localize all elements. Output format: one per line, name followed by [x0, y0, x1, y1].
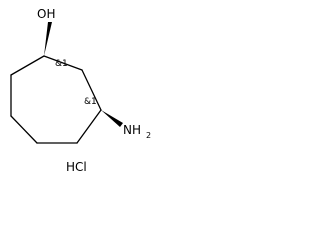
- wedge-bond-nh2: [101, 110, 123, 127]
- amino-subscript: 2: [146, 131, 151, 140]
- ring-bond-3: [10, 115, 38, 144]
- ring-bond-5: [76, 109, 102, 144]
- ring-bond-1: [10, 55, 45, 76]
- stereo-descriptor-c1: &1: [55, 59, 68, 69]
- amino-label: NH: [123, 123, 141, 137]
- chemical-structure: OH &1 &1 NH 2 HCl: [10, 7, 151, 174]
- hydroxyl-label: OH: [37, 7, 55, 21]
- ring-bond-7: [43, 55, 83, 71]
- salt-label: HCl: [66, 160, 87, 174]
- ring-bond-6: [81, 69, 102, 111]
- wedge-bond-oh: [44, 22, 52, 56]
- stereo-descriptor-c3: &1: [84, 97, 97, 107]
